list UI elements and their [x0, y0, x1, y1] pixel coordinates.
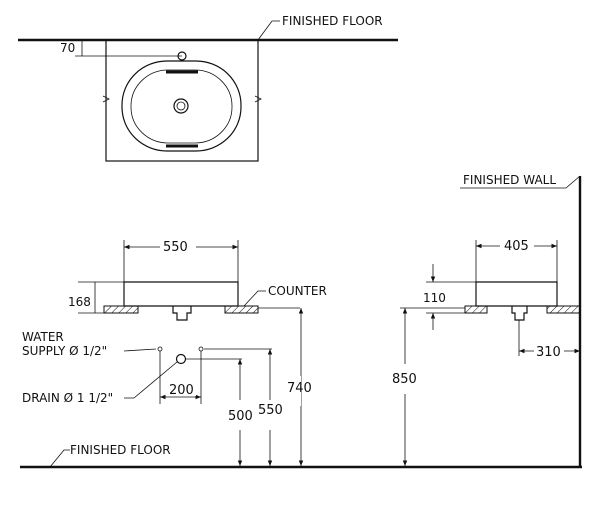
- side-elevation: FINISHED WALL 405 110 310 850: [392, 173, 582, 467]
- basin-drain-outer: [173, 98, 189, 114]
- dim-550h-text: 550: [258, 403, 283, 418]
- side-counter-right: [546, 305, 581, 314]
- faucet-hole: [177, 51, 187, 61]
- basin-inner-rim: [130, 69, 233, 144]
- finished-floor-leader-top: [257, 20, 280, 41]
- front-basin-body: [123, 281, 239, 307]
- plan-view: FINISHED FLOOR 70: [18, 14, 398, 162]
- front-counter-right: [224, 305, 259, 314]
- front-counter-left: [103, 305, 139, 314]
- front-elevation: 550 COUNTER 168 200 WATER SUPPLY Ø 1/2" …: [22, 239, 327, 466]
- basin-outer-rim: [121, 60, 242, 152]
- finished-floor-leader-bottom: [49, 449, 70, 468]
- finished-floor-bottom-group: FINISHED FLOOR: [20, 443, 582, 469]
- dim-405-text: 405: [504, 239, 529, 254]
- side-drain-fitting: [511, 306, 528, 321]
- finished-floor-label-bottom: FINISHED FLOOR: [70, 443, 171, 457]
- water-supply-right: [198, 346, 204, 352]
- basin-drain-inner: [176, 101, 186, 111]
- front-drain-fitting: [172, 306, 192, 321]
- dim-70-text: 70: [60, 41, 75, 55]
- drain-point: [175, 353, 187, 365]
- dim-168-text: 168: [68, 295, 91, 309]
- water-supply-label-1: WATER: [22, 330, 64, 344]
- finished-wall-leader: [460, 175, 581, 189]
- dim-850-text: 850: [392, 372, 417, 387]
- counter-label: COUNTER: [268, 284, 327, 298]
- drain-label: DRAIN Ø 1 1/2": [22, 391, 113, 405]
- water-supply-label-2: SUPPLY Ø 1/2": [22, 344, 107, 358]
- counter-leader: [243, 290, 266, 307]
- dim-310-text: 310: [536, 345, 561, 360]
- plan-break-mark-left: [102, 95, 110, 103]
- water-supply-left: [157, 346, 163, 352]
- drain-leader: [124, 361, 178, 399]
- side-counter-left: [464, 305, 488, 314]
- dim-110-text: 110: [423, 291, 446, 305]
- water-supply-leader: [123, 348, 157, 352]
- dim-500-text: 500: [228, 409, 253, 424]
- finished-wall-label: FINISHED WALL: [463, 173, 556, 187]
- side-basin-body: [475, 281, 558, 307]
- dim-550-text: 550: [163, 240, 188, 255]
- dim-200-text: 200: [169, 383, 194, 398]
- plan-break-mark-right: [254, 95, 262, 103]
- finished-floor-label-top: FINISHED FLOOR: [282, 14, 383, 28]
- dim-740-text: 740: [287, 381, 312, 396]
